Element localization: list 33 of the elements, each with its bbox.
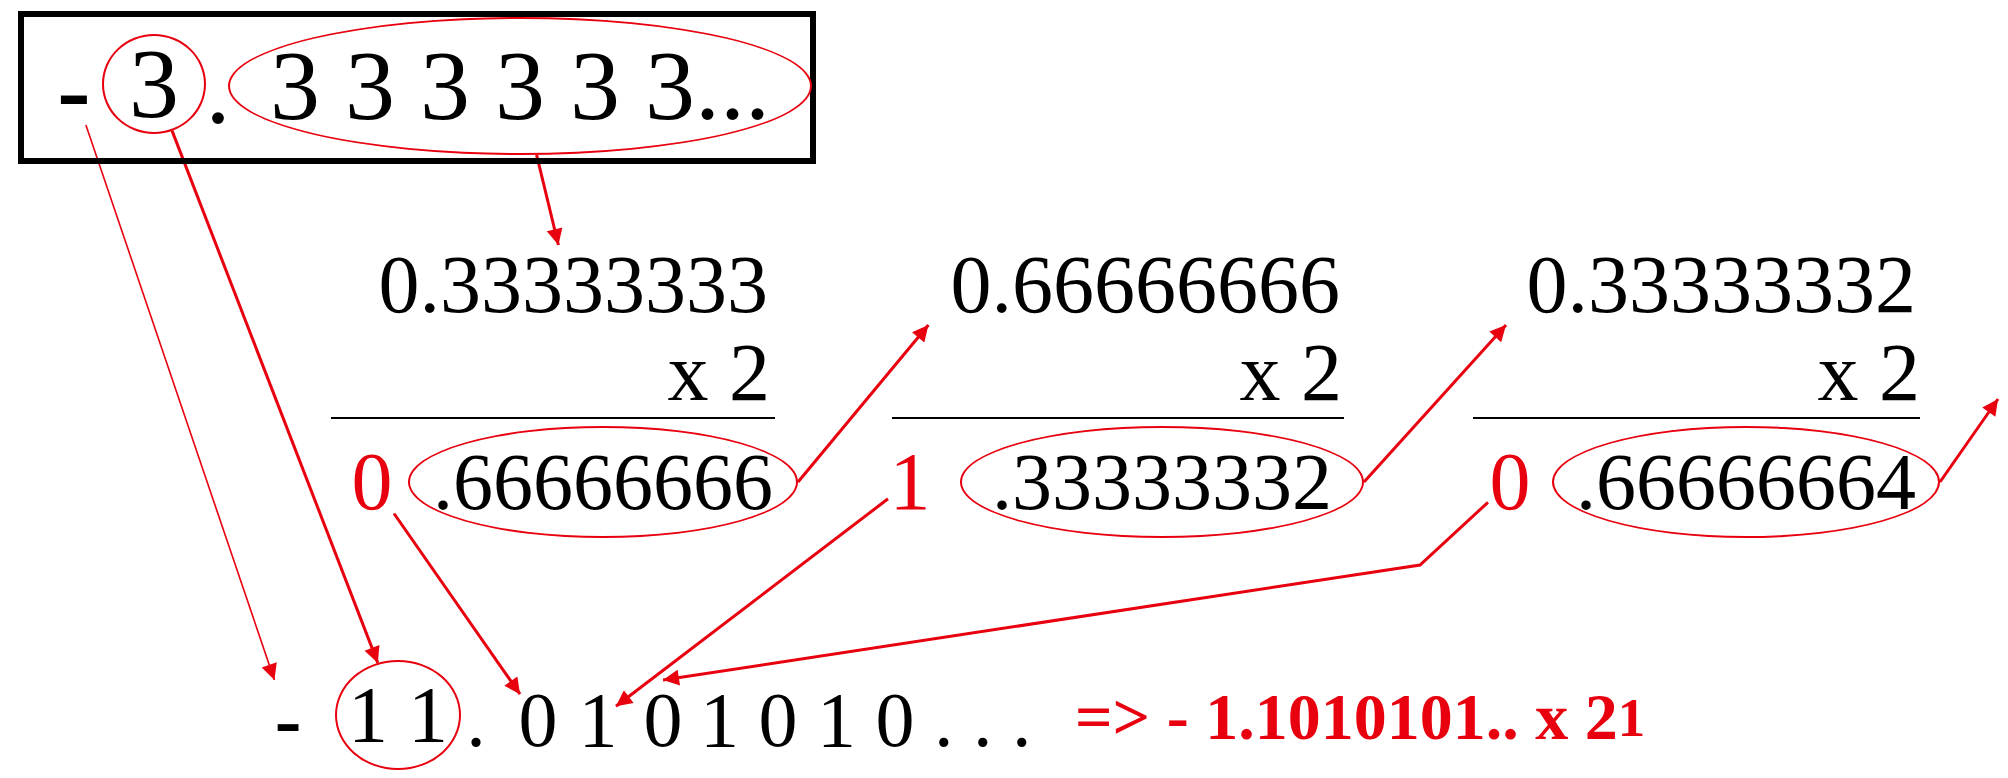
arrow bbox=[662, 501, 1489, 686]
binary-digit: 0 bbox=[520, 680, 556, 760]
multiplier: x 2 bbox=[666, 335, 770, 411]
arrow bbox=[1938, 398, 2000, 483]
multiplicand: 0.33333333 bbox=[368, 245, 768, 325]
arrow bbox=[1362, 324, 1508, 483]
binary-digits: 1 0 1 0 . . . bbox=[700, 680, 1033, 760]
multiplicand: 0.33333332 bbox=[1506, 245, 1916, 325]
arrow bbox=[796, 324, 930, 483]
circled-fraction: .66666664 bbox=[1552, 426, 1940, 538]
multiplicand: 0.66666666 bbox=[920, 245, 1340, 325]
circled-digits: 1 1 bbox=[335, 660, 461, 770]
multiplier: x 2 bbox=[1238, 335, 1342, 411]
binary-digit: 1 bbox=[580, 680, 616, 760]
circled-digit: 3 bbox=[102, 34, 206, 134]
decimal-point: . bbox=[466, 680, 486, 760]
carry-digit: 0 bbox=[1488, 442, 1532, 522]
arrow bbox=[392, 512, 522, 696]
binary-digit: 0 bbox=[645, 680, 681, 760]
circled-fraction: .66666666 bbox=[408, 426, 798, 538]
arrow bbox=[85, 124, 277, 681]
decimal-point: . bbox=[208, 55, 228, 125]
circled-fraction: 3 3 3 3 3 3... bbox=[228, 17, 812, 155]
arrow bbox=[615, 497, 889, 708]
arrow bbox=[535, 154, 563, 246]
minus-sign: - bbox=[58, 55, 90, 125]
arrow bbox=[170, 130, 380, 664]
number-box bbox=[18, 11, 816, 164]
circled-fraction: .33333332 bbox=[960, 426, 1364, 538]
minus-sign: - bbox=[270, 680, 306, 760]
carry-digit: 1 bbox=[888, 442, 932, 522]
multiplier: x 2 bbox=[1816, 335, 1920, 411]
carry-digit: 0 bbox=[350, 442, 394, 522]
